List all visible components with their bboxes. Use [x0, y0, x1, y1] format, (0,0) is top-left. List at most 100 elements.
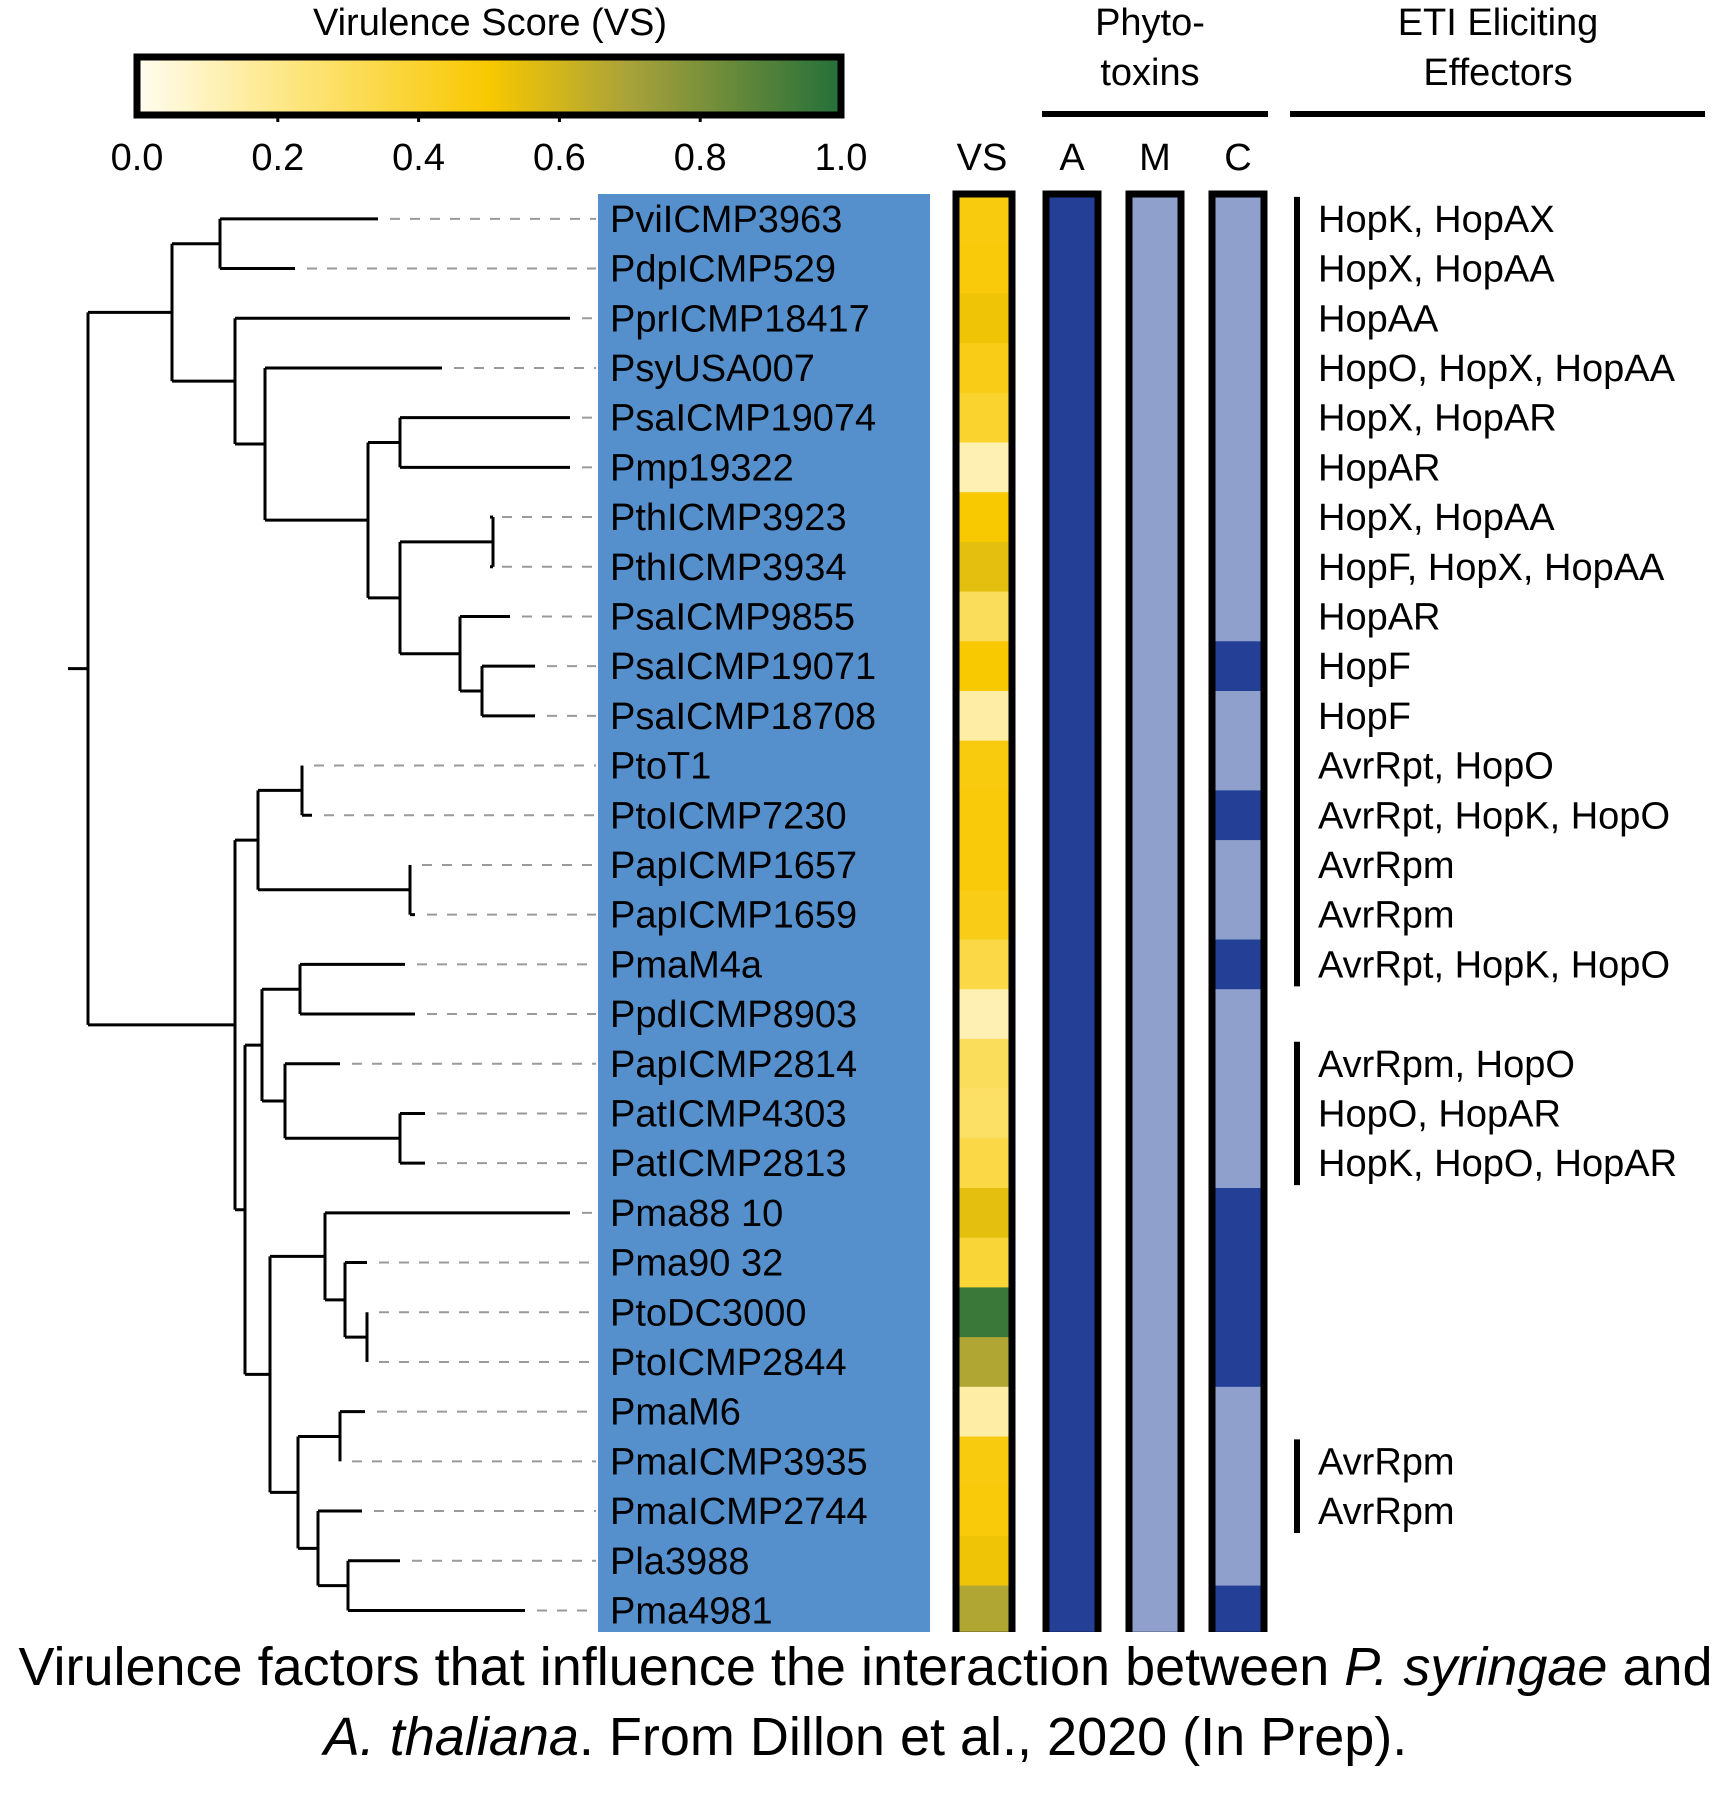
phytotoxins-header-line2: toxins	[1100, 52, 1199, 94]
effector-label: HopK, HopO, HopAR	[1318, 1143, 1677, 1185]
heat-cell-vs	[956, 1386, 1012, 1438]
heat-cell-vs	[956, 939, 1012, 990]
strain-name: Pma88 10	[610, 1193, 783, 1235]
heat-cell-c	[1212, 740, 1264, 791]
heat-cell-m	[1129, 392, 1181, 444]
heat-cell-vs	[956, 541, 1012, 593]
strain-name: PthICMP3934	[610, 547, 847, 589]
heat-cell-m	[1129, 1535, 1181, 1587]
heat-cell-m	[1129, 641, 1181, 692]
heat-cell-a	[1046, 1287, 1098, 1338]
heat-cell-vs	[956, 1138, 1012, 1189]
heat-cell-a	[1046, 1237, 1098, 1288]
heat-cell-a	[1046, 1138, 1098, 1189]
strain-name: PmaM6	[610, 1392, 741, 1434]
heat-cell-vs	[956, 889, 1012, 941]
heat-cell-m	[1129, 790, 1181, 841]
strain-name: PdpICMP529	[610, 249, 836, 291]
heat-cell-vs	[956, 1535, 1012, 1587]
strain-name: PpdICMP8903	[610, 994, 857, 1036]
c-column	[1212, 194, 1264, 1632]
heat-cell-m	[1129, 293, 1181, 344]
strain-name: PatICMP2813	[610, 1143, 847, 1185]
col-header-m: M	[1139, 137, 1171, 179]
heat-cell-vs	[956, 790, 1012, 841]
colorbar-tick-label: 0.4	[392, 137, 445, 179]
effector-label: HopO, HopAR	[1318, 1093, 1561, 1135]
heat-cell-a	[1046, 1038, 1098, 1090]
heat-cell-m	[1129, 1486, 1181, 1537]
effector-label: AvrRpm, HopO	[1318, 1044, 1575, 1086]
colorbar-tick-label: 0.6	[533, 137, 586, 179]
heat-cell-a	[1046, 1386, 1098, 1438]
heat-cell-m	[1129, 243, 1181, 294]
strain-name: PatICMP4303	[610, 1093, 847, 1135]
heat-cell-vs	[956, 989, 1012, 1040]
strain-name: PmaICMP3935	[610, 1441, 868, 1483]
heat-cell-m	[1129, 442, 1181, 493]
heat-cell-c	[1212, 492, 1264, 543]
heat-cell-m	[1129, 1436, 1181, 1487]
heat-cell-a	[1046, 1585, 1098, 1632]
heat-cell-vs	[956, 1337, 1012, 1388]
strain-name: PsyUSA007	[610, 348, 815, 390]
heat-cell-a	[1046, 840, 1098, 891]
heat-cell-a	[1046, 1535, 1098, 1587]
heat-cell-m	[1129, 194, 1181, 245]
caption-part3: and	[1607, 1637, 1713, 1697]
strain-name: PsaICMP19074	[610, 398, 876, 440]
heat-cell-a	[1046, 1486, 1098, 1537]
heat-cell-c	[1212, 641, 1264, 692]
effector-label: AvrRpm	[1318, 1491, 1455, 1533]
column-frame-c	[1208, 190, 1268, 1632]
heat-cell-m	[1129, 1088, 1181, 1139]
heat-cell-a	[1046, 790, 1098, 841]
heat-cell-a	[1046, 442, 1098, 493]
heat-cell-m	[1129, 1188, 1181, 1239]
heat-cell-c	[1212, 1436, 1264, 1487]
strain-name: PapICMP1659	[610, 895, 857, 937]
effector-label: HopO, HopX, HopAA	[1318, 348, 1676, 390]
effector-label: HopX, HopAA	[1318, 249, 1555, 291]
heat-cell-c	[1212, 1386, 1264, 1438]
heat-cell-m	[1129, 989, 1181, 1040]
strain-names: PviICMP3963PdpICMP529PprICMP18417PsyUSA0…	[610, 199, 876, 1632]
heat-cell-a	[1046, 740, 1098, 791]
heat-cell-vs	[956, 1038, 1012, 1090]
strain-name: PsaICMP9855	[610, 596, 855, 638]
heat-cell-a	[1046, 343, 1098, 394]
heat-cell-m	[1129, 1386, 1181, 1438]
column-frame-m	[1125, 190, 1185, 1632]
heat-cell-m	[1129, 1038, 1181, 1090]
heat-cell-a	[1046, 1436, 1098, 1487]
heat-cell-vs	[956, 1287, 1012, 1338]
effector-label: HopAR	[1318, 596, 1441, 638]
a-column	[1046, 194, 1098, 1632]
heat-cell-m	[1129, 343, 1181, 394]
strain-name: PmaM4a	[610, 944, 763, 986]
heat-cell-c	[1212, 343, 1264, 394]
column-frames	[952, 190, 1268, 1632]
heat-cell-a	[1046, 591, 1098, 642]
heat-cell-c	[1212, 790, 1264, 841]
heat-cell-a	[1046, 1188, 1098, 1239]
strain-name: PtoICMP2844	[610, 1342, 847, 1384]
heat-cell-vs	[956, 442, 1012, 493]
heat-cell-a	[1046, 293, 1098, 344]
strain-name: PsaICMP19071	[610, 646, 876, 688]
strain-name: PapICMP1657	[610, 845, 857, 887]
strain-name: PviICMP3963	[610, 199, 842, 241]
caption-species-2: A. thaliana	[323, 1707, 579, 1767]
heat-cell-c	[1212, 541, 1264, 593]
heat-cell-c	[1212, 989, 1264, 1040]
heat-cell-c	[1212, 1287, 1264, 1338]
colorbar-tick-label: 0.0	[111, 137, 164, 179]
heat-cell-m	[1129, 1237, 1181, 1288]
effector-label: HopF, HopX, HopAA	[1318, 547, 1665, 589]
heat-cell-vs	[956, 392, 1012, 444]
phytotoxins-header-line1: Phyto-	[1095, 2, 1205, 44]
effector-label: HopX, HopAA	[1318, 497, 1555, 539]
heat-cell-c	[1212, 1486, 1264, 1537]
heat-cell-m	[1129, 1337, 1181, 1388]
heat-cell-c	[1212, 591, 1264, 642]
